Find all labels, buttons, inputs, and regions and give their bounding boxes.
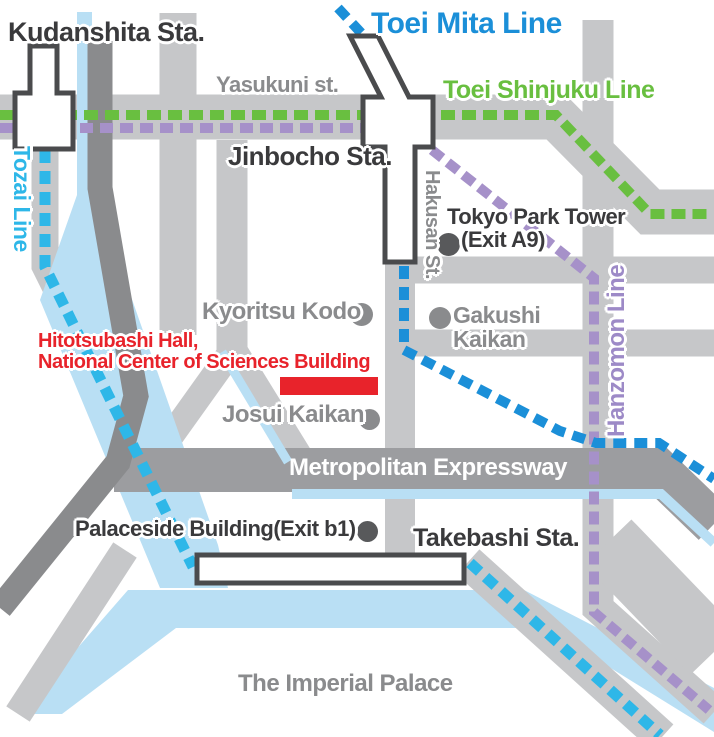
hitotsubashi-building-marker bbox=[280, 377, 378, 395]
gakushi-kaikan-dot bbox=[429, 307, 451, 329]
yasukuni-street-label: Yasukuni st. bbox=[216, 72, 339, 97]
josui-kaikan-label: Josui Kaikan bbox=[222, 401, 365, 428]
road-dark-west bbox=[0, 40, 149, 616]
hanzomon-line-label: Hanzomon Line bbox=[603, 264, 630, 437]
road-bottom-right-wide bbox=[584, 519, 714, 675]
kyoritsu-kodo-label: Kyoritsu Kodo bbox=[202, 298, 361, 325]
gakushi-kaikan-label: Gakushi Kaikan bbox=[453, 302, 541, 353]
kyoritsu-kodo-dot bbox=[350, 303, 373, 326]
kudanshita-station-label: Kudanshita Sta. bbox=[8, 17, 205, 47]
transit-lines bbox=[0, 4, 714, 737]
hitotsubashi-hall-label: Hitotsubashi Hall, National Center of Sc… bbox=[38, 330, 371, 373]
stations bbox=[12, 33, 467, 586]
road-bottom-left-diagonal bbox=[6, 542, 137, 722]
station-jinbocho-shape bbox=[345, 33, 436, 265]
toei-shinjuku-line-label: Toei Shinjuku Line bbox=[443, 76, 655, 104]
water-strip-mid-diagonal bbox=[218, 349, 292, 465]
jinbocho-station-label: Jinbocho Sta. bbox=[228, 141, 392, 171]
imperial-palace-label: The Imperial Palace bbox=[238, 670, 453, 697]
station-kudanshita-shape bbox=[12, 43, 76, 152]
road-mid-branch-right bbox=[219, 338, 317, 472]
toei-mita-line-label: Toei Mita Line bbox=[371, 7, 562, 40]
water-moat-west bbox=[40, 12, 228, 588]
toei-shinjuku-line-path bbox=[0, 110, 712, 219]
toei-mita-line-path bbox=[334, 4, 714, 484]
metropolitan-expressway-label: Metropolitan Expressway bbox=[289, 454, 567, 481]
station-takebashi-shape bbox=[194, 552, 467, 586]
tokyo-park-tower-label: Tokyo Park Tower bbox=[447, 204, 626, 229]
palaceside-building-label: Palaceside Building(Exit b1) bbox=[75, 516, 356, 541]
palaceside-dot bbox=[357, 521, 378, 542]
tozai-line-label: Tozai Line bbox=[9, 146, 35, 252]
tokyo-park-tower-dot bbox=[437, 233, 460, 256]
exit-a9-label: (Exit A9) bbox=[461, 227, 545, 252]
tozai-line-path bbox=[39, 150, 664, 737]
water-strip-expressway bbox=[292, 489, 714, 547]
hakusan-street-label: Hakusan St. bbox=[421, 170, 443, 279]
josui-kaikan-dot bbox=[359, 409, 380, 430]
takebashi-station-label: Takebashi Sta. bbox=[413, 524, 580, 552]
road-metropolitan-expressway bbox=[114, 448, 714, 540]
